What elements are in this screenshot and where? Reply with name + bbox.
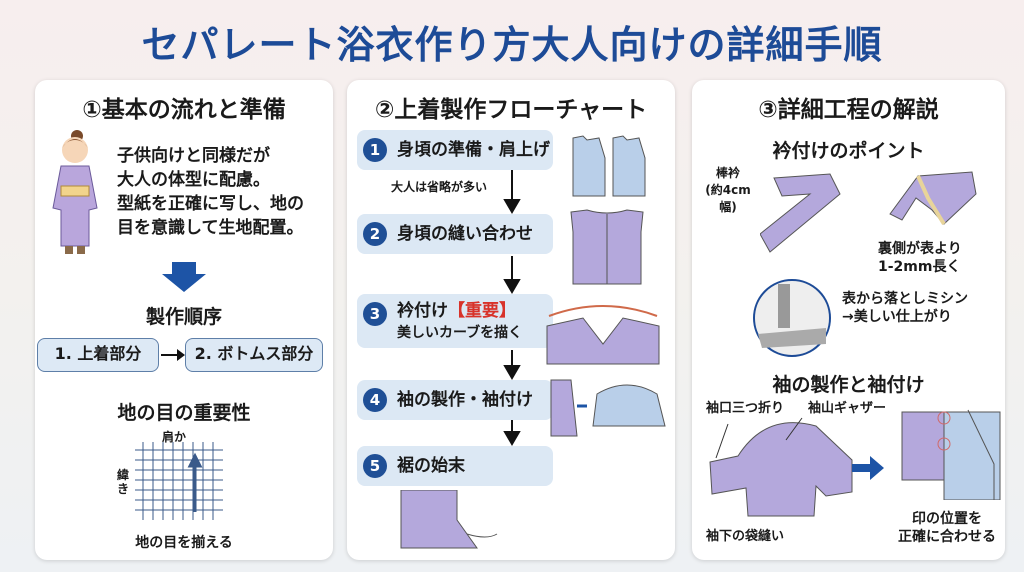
bodice-pieces-illustration [572,135,646,197]
flow-step-5: 5 裾の始末 [357,446,553,486]
step-note: 美しいカーブを描く [397,325,523,341]
collar-note-line: 1-2mm長く [878,259,961,275]
sleeve-illustration [709,417,853,517]
fabric-grain-grid [135,442,223,520]
down-arrow-icon [162,262,206,292]
step-number: 1 [363,138,387,162]
step-number: 2 [363,222,387,246]
page-title: セパレート浴衣作り方大人向けの詳細手順 [141,23,883,67]
sewing-machine-icon [753,279,831,357]
right-arrow-icon [852,456,884,480]
collar-label: 棒衿 (約4cm幅) [698,164,758,215]
intro-line: 目を意識して生地配置。 [117,218,304,238]
collar-curve-illustration [546,305,660,365]
order-step-top: 1. 上着部分 [37,338,159,372]
grain-top-label: 肩か [162,430,187,444]
step-number: 4 [363,388,387,412]
step-label: 裾の始末 [397,456,465,476]
panel-flowchart: ②上着製作フローチャート 1 身頃の準備・肩上げ 大人は省略が多い 2 身頃の縫い合… [347,80,675,560]
intro-line: 大人の体型に配慮。 [117,170,270,190]
step-label: 身頃の準備・肩上げ [397,140,550,160]
flow-step-4: 4 袖の製作・袖付け [357,380,553,420]
panel-basics: ①基本の流れと準備 子供向けと同様だが 大人の体型に配慮。 型紙を正確に写し、地… [35,80,333,560]
grain-side-label: 緯き [117,468,130,496]
sleeve-attach-detail [901,409,1001,500]
intro-line: 型紙を正確に写し、地の [117,194,304,214]
machine-note: 表から落としミシン →美しい仕上がり [842,290,968,326]
flow-step-2: 2 身頃の縫い合わせ [357,214,553,254]
order-heading: 製作順序 [145,306,222,328]
hem-illustration [400,490,498,549]
step-note: 大人は省略が多い [391,180,488,194]
align-note-line: 正確に合わせる [898,529,996,545]
flow-step-1: 1 身頃の準備・肩上げ [357,130,553,170]
sleeve-heading: 袖の製作と袖付け [772,374,925,396]
sleeve-under-label: 袖下の袋縫い [706,529,785,544]
step-number: 5 [363,454,387,478]
intro-line: 子供向けと同様だが [117,146,270,166]
step-label: 衿付け [397,301,448,321]
order-step-bottoms: 2. ボトムス部分 [185,338,323,372]
collar-label-line: 棒衿 [715,166,740,180]
step-number: 3 [363,302,387,326]
collar-label-line: (約4cm幅) [705,183,751,214]
important-badge: 【重要】 [448,301,516,321]
collar-layers-illustration [889,171,977,226]
band-collar-illustration [760,173,841,253]
sewn-bodice-illustration [570,209,644,285]
intro-text: 子供向けと同様だが 大人の体型に配慮。 型紙を正確に写し、地の 目を意識して生地… [117,144,327,240]
step-label: 袖の製作・袖付け [397,390,533,410]
step-label: 身頃の縫い合わせ [397,224,533,244]
collar-heading: 衿付けのポイント [772,140,925,162]
panel-heading: ①基本の流れと準備 [82,97,286,123]
flow-arrows [503,170,521,446]
flow-step-3: 3 衿付け【重要】美しいカーブを描く [357,294,553,348]
panel-details: ③詳細工程の解説 衿付けのポイント 棒衿 (約4cm幅) 裏側が表より 1-2mm長… [692,80,1005,560]
machine-note-line: 表から落としミシン [842,291,968,307]
panel-heading: ③詳細工程の解説 [758,97,939,123]
sleeve-cuff-label: 袖口三つ折り [706,401,785,416]
right-arrow-icon [161,349,185,361]
sleeve-gather-label: 袖山ギャザー [808,401,887,416]
machine-note-line: →美しい仕上がり [842,309,952,325]
grain-caption: 地の目を揃える [135,535,233,551]
collar-note-line: 裏側が表より [878,241,962,257]
align-note: 印の位置を正確に合わせる [892,510,1002,546]
panel-heading: ②上着製作フローチャート [374,97,648,123]
grain-heading: 地の目の重要性 [117,402,251,424]
woman-yukata-illustration [52,130,98,254]
align-note-line: 印の位置を [912,511,982,527]
sleeve-attach-illustration [550,379,666,437]
collar-note: 裏側が表より 1-2mm長く [878,240,962,276]
